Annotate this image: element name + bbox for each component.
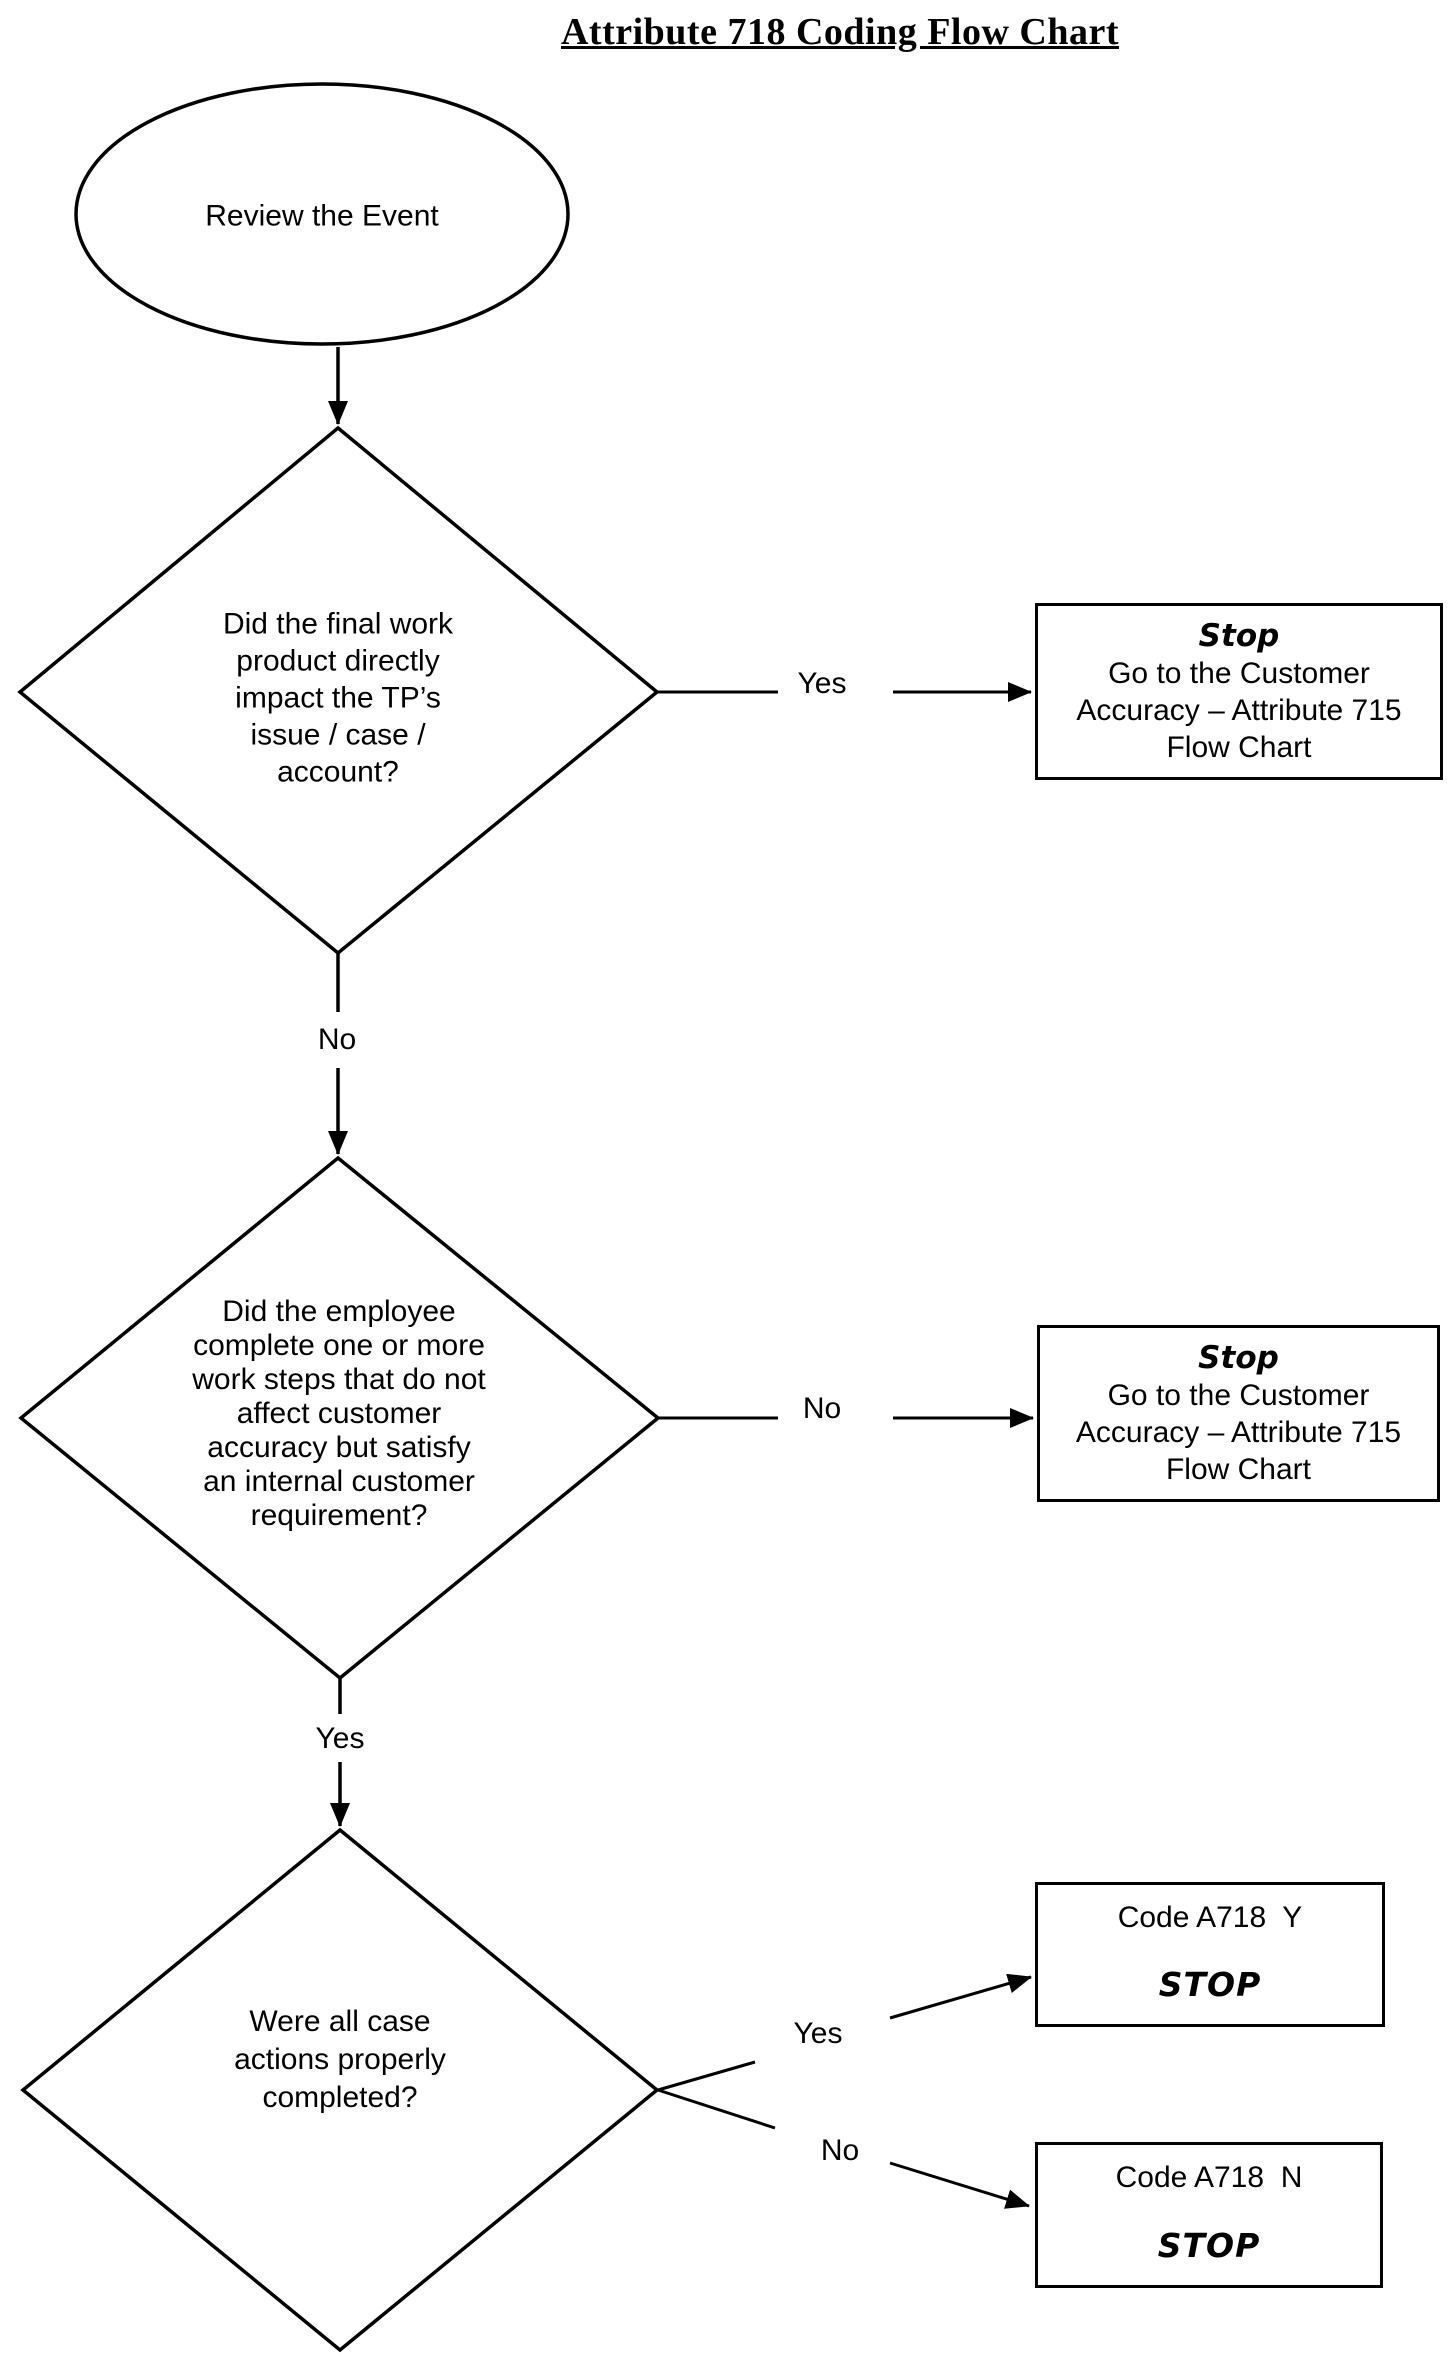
stop-box-2-body: Go to the Customer Accuracy – Attribute … [1075, 1378, 1402, 1486]
start-node-label: Review the Event [205, 199, 439, 233]
decision-1-question: Did the final work product directly impa… [222, 607, 454, 789]
code-a718-n-label: Code A718 N [1115, 2161, 1303, 2194]
stop-box-1-body: Go to the Customer Accuracy – Attribute … [1076, 656, 1402, 764]
edge-label-d1-yes: Yes [797, 667, 847, 700]
code-a718-y-box: Code A718 Y STOP [1035, 1882, 1385, 2027]
stop-box-1: Stop Go to the Customer Accuracy – Attri… [1035, 603, 1443, 780]
stop-box-1-title: Stop [1198, 617, 1280, 654]
arrow-d3-no [889, 2161, 1030, 2209]
code-a718-y-label: Code A718 Y [1117, 1901, 1303, 1934]
code-a718-y-stop: STOP [1158, 1965, 1262, 2004]
decision-3-question: Were all case actions properly completed… [234, 2005, 446, 2114]
page-title: Attribute 718 Coding Flow Chart [560, 11, 1120, 53]
edge-label-d3-yes: Yes [793, 2017, 843, 2050]
decision-3-diamond [20, 1827, 660, 2353]
edge-label-d3-no: No [820, 2134, 860, 2167]
stop-box-2-title: Stop [1198, 1339, 1279, 1376]
code-a718-n-stop: STOP [1157, 2226, 1261, 2265]
decision-2-question: Did the employee complete one or more wo… [192, 1295, 486, 1532]
stop-box-2: Stop Go to the Customer Accuracy – Attri… [1037, 1325, 1440, 1502]
start-ellipse [74, 82, 570, 346]
edge-label-d2-no: No [802, 1392, 842, 1425]
code-a718-n-box: Code A718 N STOP [1035, 2142, 1383, 2288]
edge-d3-no-lead [657, 2088, 776, 2130]
edge-label-d2-yes: Yes [315, 1722, 365, 1755]
edge-label-d1-no: No [317, 1023, 357, 1056]
arrow-d3-yes [889, 1973, 1032, 2020]
edge-d3-yes-lead [657, 2060, 756, 2092]
